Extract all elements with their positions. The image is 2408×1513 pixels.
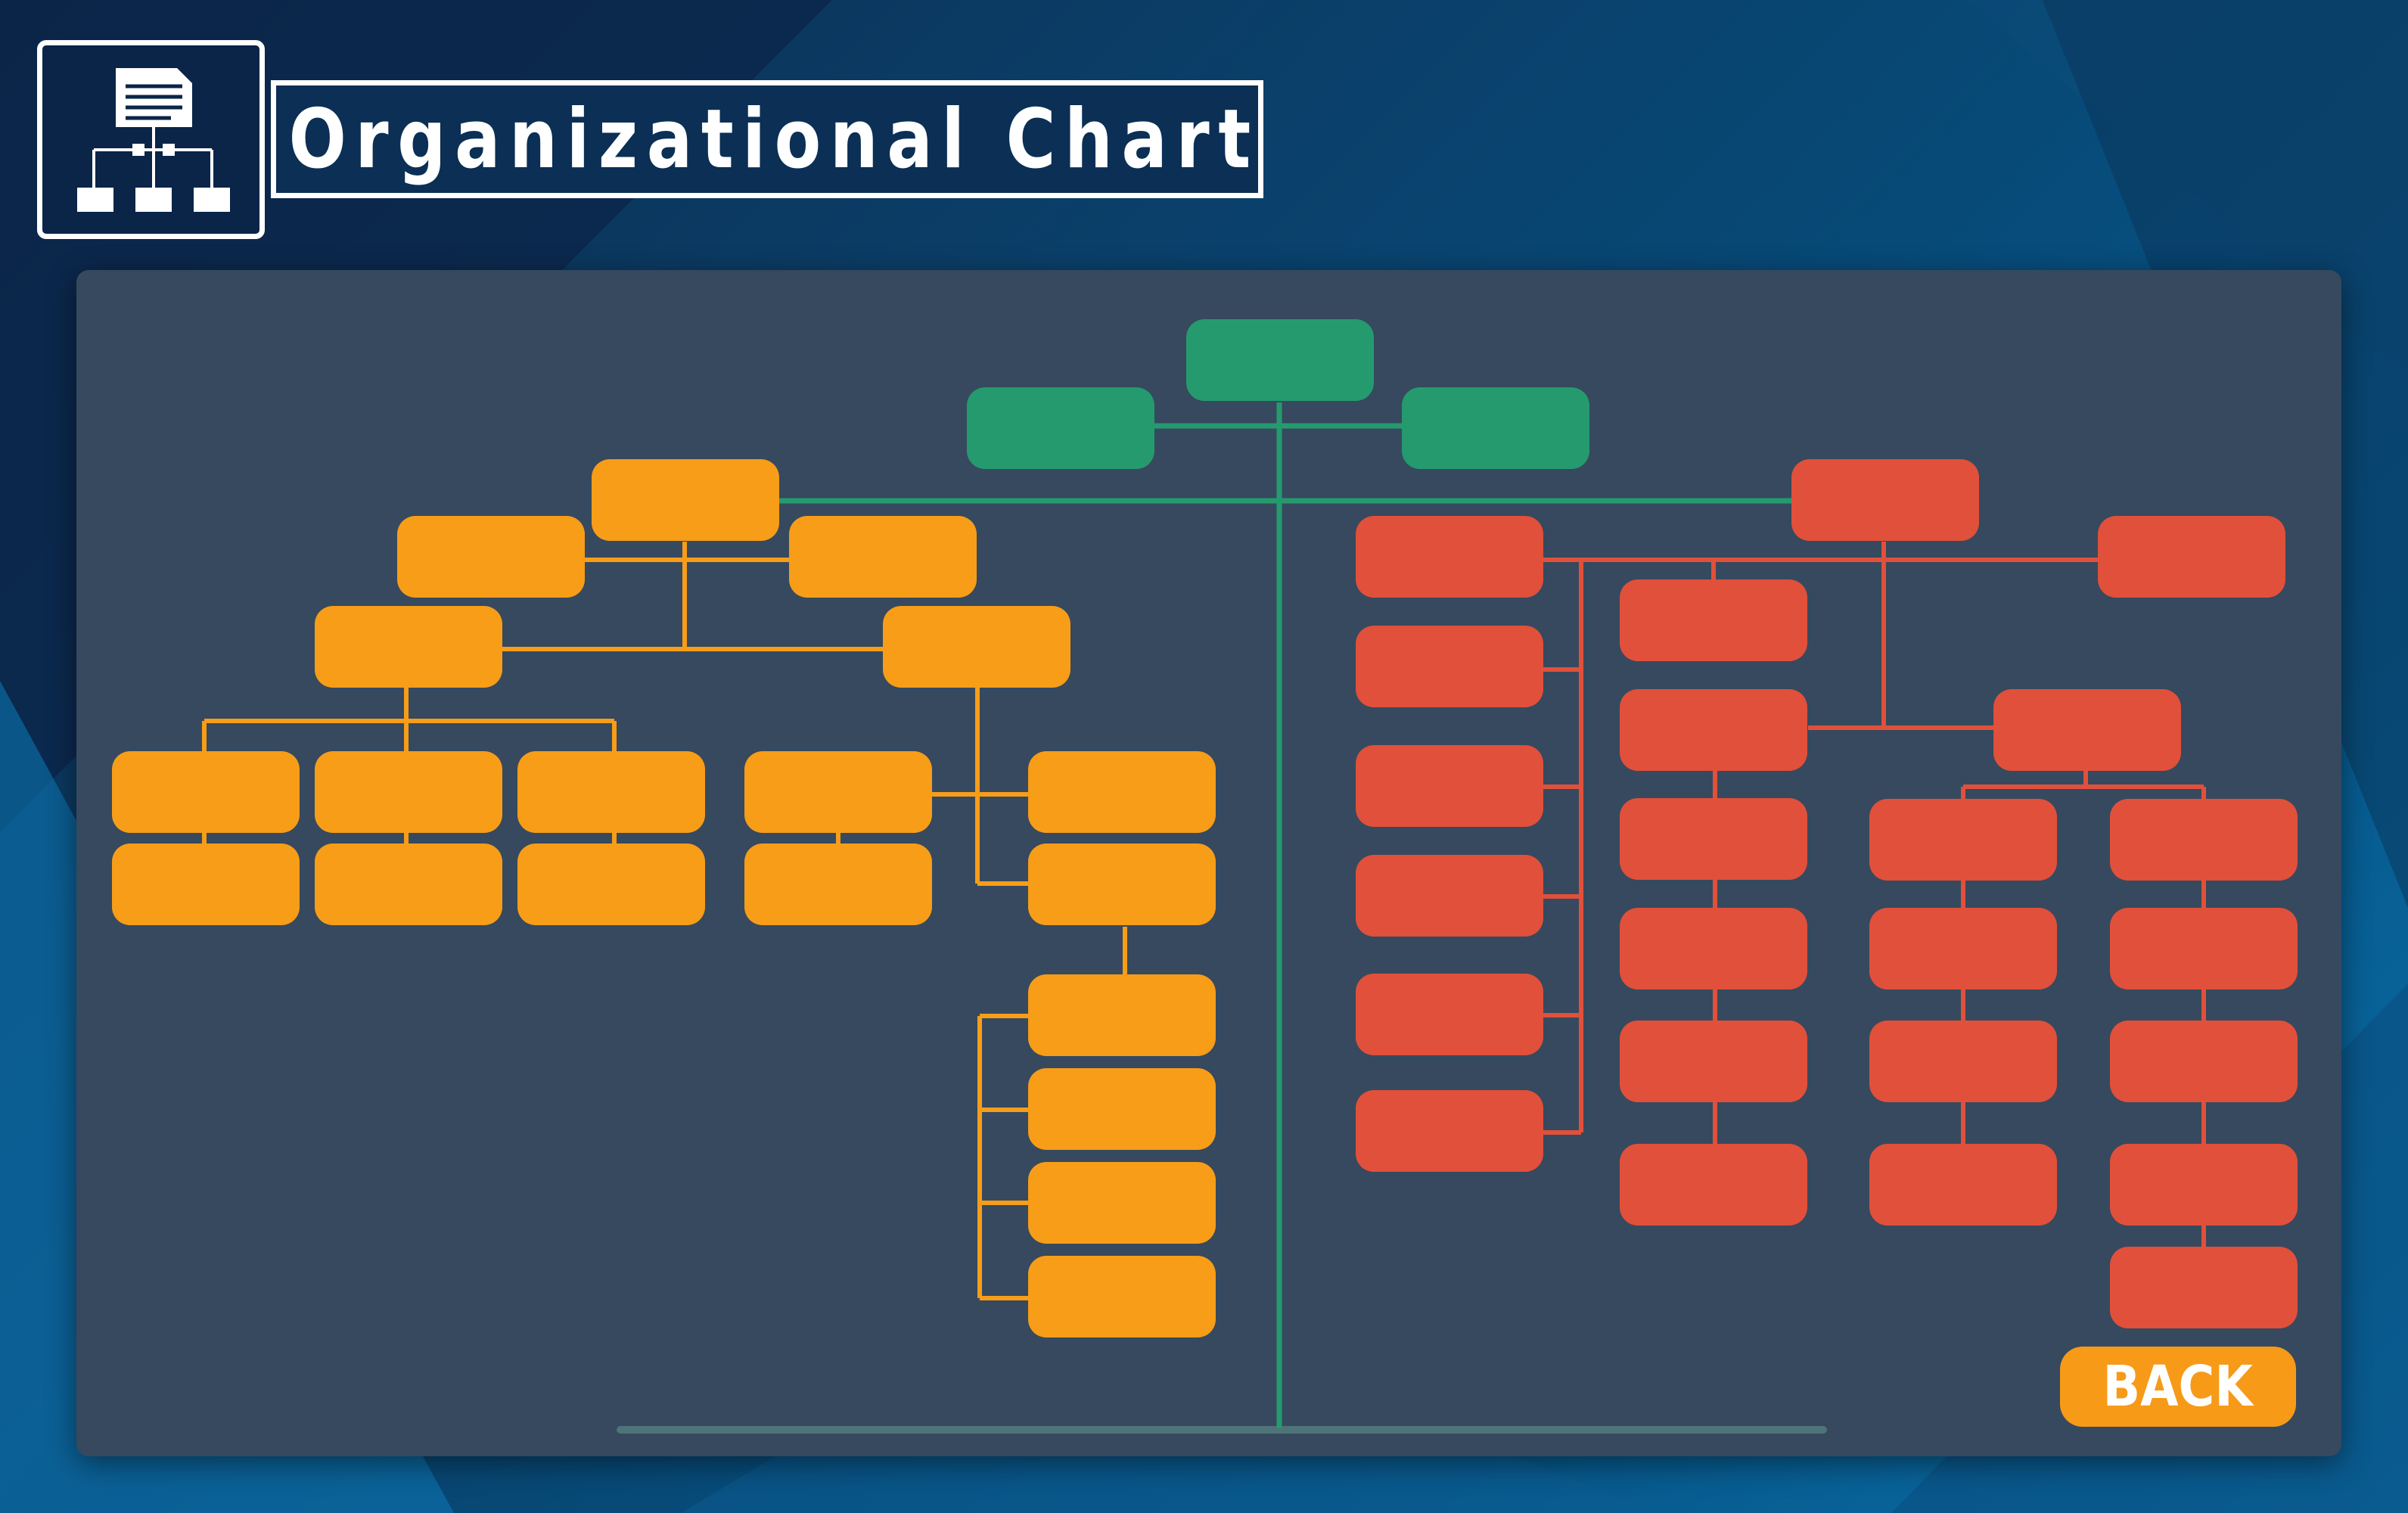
red-node-3 — [1356, 516, 1543, 598]
orange-node-4 — [315, 606, 502, 688]
red-node-24 — [2110, 1247, 2298, 1328]
orange-node-13 — [1028, 751, 1216, 833]
orange-node-9 — [112, 843, 300, 925]
red-node-14 — [1620, 1144, 1807, 1226]
red-node-19 — [1869, 1144, 2057, 1226]
page-title: Organizational Chart — [288, 92, 1260, 187]
back-button[interactable]: BACK — [2060, 1347, 2296, 1427]
red-node-5 — [1356, 745, 1543, 827]
red-node-17 — [1869, 908, 2057, 990]
green-node-3 — [1402, 387, 1589, 469]
node-layer — [112, 319, 2298, 1337]
orange-connectors — [202, 542, 1127, 1300]
red-node-15 — [1993, 689, 2181, 771]
red-node-12 — [1620, 908, 1807, 990]
green-node-2 — [967, 387, 1154, 469]
orange-node-16 — [1028, 974, 1216, 1056]
red-node-16 — [1869, 799, 2057, 881]
orange-node-17 — [1028, 1068, 1216, 1150]
title-banner: Organizational Chart — [271, 80, 1263, 198]
red-node-20 — [2110, 799, 2298, 881]
red-node-18 — [1869, 1021, 2057, 1102]
red-node-2 — [2098, 516, 2285, 598]
red-node-10 — [1620, 689, 1807, 771]
org-chart-icon-glyph — [77, 68, 230, 212]
red-node-23 — [2110, 1144, 2298, 1226]
red-node-7 — [1356, 974, 1543, 1055]
org-chart-icon — [37, 40, 265, 239]
red-node-11 — [1620, 798, 1807, 880]
orange-node-1 — [592, 459, 779, 541]
red-node-9 — [1620, 579, 1807, 661]
orange-node-18 — [1028, 1162, 1216, 1244]
red-node-21 — [2110, 908, 2298, 990]
orange-node-15 — [1028, 843, 1216, 925]
orange-node-14 — [744, 843, 932, 925]
orange-node-11 — [517, 843, 705, 925]
orange-node-3 — [789, 516, 977, 598]
orange-node-10 — [315, 843, 502, 925]
red-node-6 — [1356, 855, 1543, 937]
orange-node-5 — [883, 606, 1070, 688]
red-node-4 — [1356, 626, 1543, 707]
orange-node-2 — [397, 516, 585, 598]
green-connectors — [778, 402, 1793, 1428]
orange-node-19 — [1028, 1256, 1216, 1337]
orange-node-12 — [744, 751, 932, 833]
orange-node-8 — [517, 751, 705, 833]
orange-node-6 — [112, 751, 300, 833]
back-button-label: BACK — [2102, 1354, 2254, 1419]
red-node-1 — [1791, 459, 1979, 541]
red-node-8 — [1356, 1090, 1543, 1172]
orange-node-7 — [315, 751, 502, 833]
red-node-13 — [1620, 1021, 1807, 1102]
red-node-22 — [2110, 1021, 2298, 1102]
green-node-1 — [1186, 319, 1374, 401]
